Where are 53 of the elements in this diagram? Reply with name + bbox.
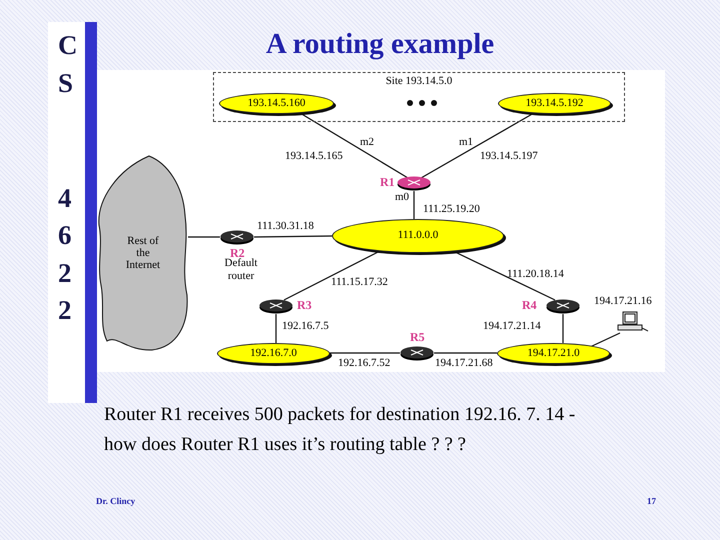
page-number: 17 <box>647 495 656 508</box>
node-caption: m1 <box>459 136 474 149</box>
edge-label: 111.30.31.18 <box>257 220 314 234</box>
site-box <box>213 72 625 122</box>
node-label: 193.14.5.160 <box>248 96 306 110</box>
network-link <box>254 235 332 238</box>
sidebar-letter: C <box>58 32 78 59</box>
sidebar-letter: 6 <box>58 222 72 249</box>
sidebar-letter: 2 <box>58 260 72 287</box>
router-name: R3 <box>297 299 312 313</box>
router-icon <box>397 176 431 191</box>
router-name: R1 <box>380 176 395 190</box>
question-text: Router R1 receives 500 packets for destination 192.16. 7. 14 - how does Router R1 uses it’s routing table ? ? ? <box>104 403 576 457</box>
author-footer: Dr. Clincy <box>96 495 136 508</box>
router-icon <box>259 299 293 314</box>
network-link <box>562 314 564 343</box>
edge-label: 192.16.7.52 <box>338 357 390 371</box>
router-icon <box>220 230 254 245</box>
network-link <box>413 191 415 219</box>
sidebar-letter: S <box>58 70 74 97</box>
edge-label: 111.15.17.32 <box>331 276 388 290</box>
node-label: 193.14.5.192 <box>526 96 584 110</box>
edge-label: 192.16.7.5 <box>282 320 329 334</box>
network-link <box>420 112 534 179</box>
edge-label: 111.20.18.14 <box>507 268 564 282</box>
router-name: R5 <box>410 331 425 345</box>
site-label: Site 193.14.5.0 <box>386 75 452 89</box>
network-link <box>590 332 620 348</box>
network-link <box>434 352 497 354</box>
network-link <box>188 236 220 238</box>
node-caption: 194.17.21.16 <box>594 295 652 308</box>
node-caption: m0 <box>395 191 410 204</box>
network-link <box>275 314 277 343</box>
node-caption: Default router <box>224 257 258 282</box>
router-icon <box>546 299 580 314</box>
network-link <box>330 352 400 354</box>
edge-label: 194.17.21.68 <box>435 357 493 371</box>
edge-label: 193.14.5.197 <box>480 150 538 164</box>
router-icon <box>400 346 434 361</box>
sidebar-letter: 2 <box>58 297 72 324</box>
edge-label: 193.14.5.165 <box>285 150 343 164</box>
internet-cloud <box>97 155 189 351</box>
node-caption: m2 <box>360 136 374 149</box>
edge-label: 111.25.19.20 <box>423 203 480 217</box>
network-link <box>454 251 556 301</box>
slide-title: A routing example <box>264 27 496 62</box>
node-label: Rest of the Internet <box>124 234 162 272</box>
edge-label: 194.17.21.14 <box>483 320 541 334</box>
router-name: R4 <box>522 299 537 313</box>
sidebar-letter: 4 <box>58 185 72 212</box>
node-label: 194.17.21.0 <box>527 346 580 360</box>
node-label: 192.16.7.0 <box>250 346 297 360</box>
node-label: 111.0.0.0 <box>398 229 438 243</box>
